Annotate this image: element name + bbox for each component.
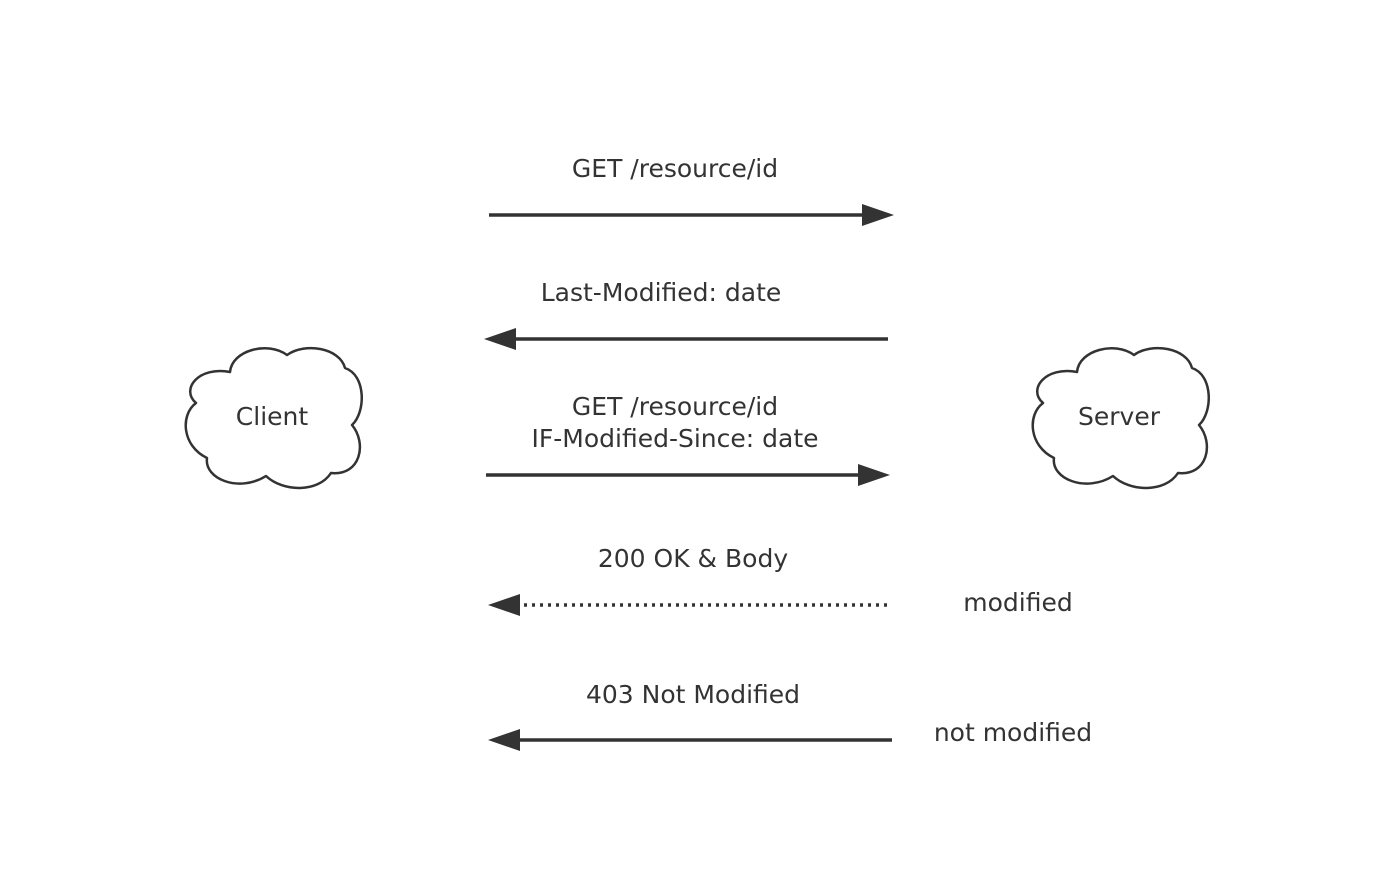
client-cloud-shape [184, 346, 364, 490]
server-node: Server [1031, 346, 1211, 490]
server-label: Server [1078, 402, 1161, 431]
message-conditional-get: GET /resource/id IF-Modified-Since: date [486, 392, 890, 486]
message-200-ok-label: 200 OK & Body [598, 544, 788, 573]
arrowhead-left-icon [488, 729, 520, 751]
arrowhead-right-icon [862, 204, 894, 226]
message-get-request: GET /resource/id [489, 154, 894, 226]
message-not-modified-label: 403 Not Modified [586, 680, 800, 709]
message-not-modified: 403 Not Modified not modified [488, 680, 1092, 751]
message-conditional-get-label-line1: GET /resource/id [572, 392, 778, 421]
client-node: Client [184, 346, 364, 490]
message-not-modified-note: not modified [934, 718, 1092, 747]
message-200-ok-note: modified [963, 588, 1072, 617]
client-label: Client [236, 402, 309, 431]
message-200-ok: 200 OK & Body modified [488, 544, 1073, 617]
message-last-modified-label: Last-Modified: date [541, 278, 782, 307]
message-conditional-get-label-line2: IF-Modified-Since: date [532, 424, 819, 453]
arrowhead-left-icon [484, 328, 516, 350]
message-last-modified: Last-Modified: date [484, 278, 888, 350]
server-cloud-shape [1031, 346, 1211, 490]
arrowhead-left-icon [488, 594, 520, 616]
arrowhead-right-icon [858, 464, 890, 486]
message-get-request-label: GET /resource/id [572, 154, 778, 183]
